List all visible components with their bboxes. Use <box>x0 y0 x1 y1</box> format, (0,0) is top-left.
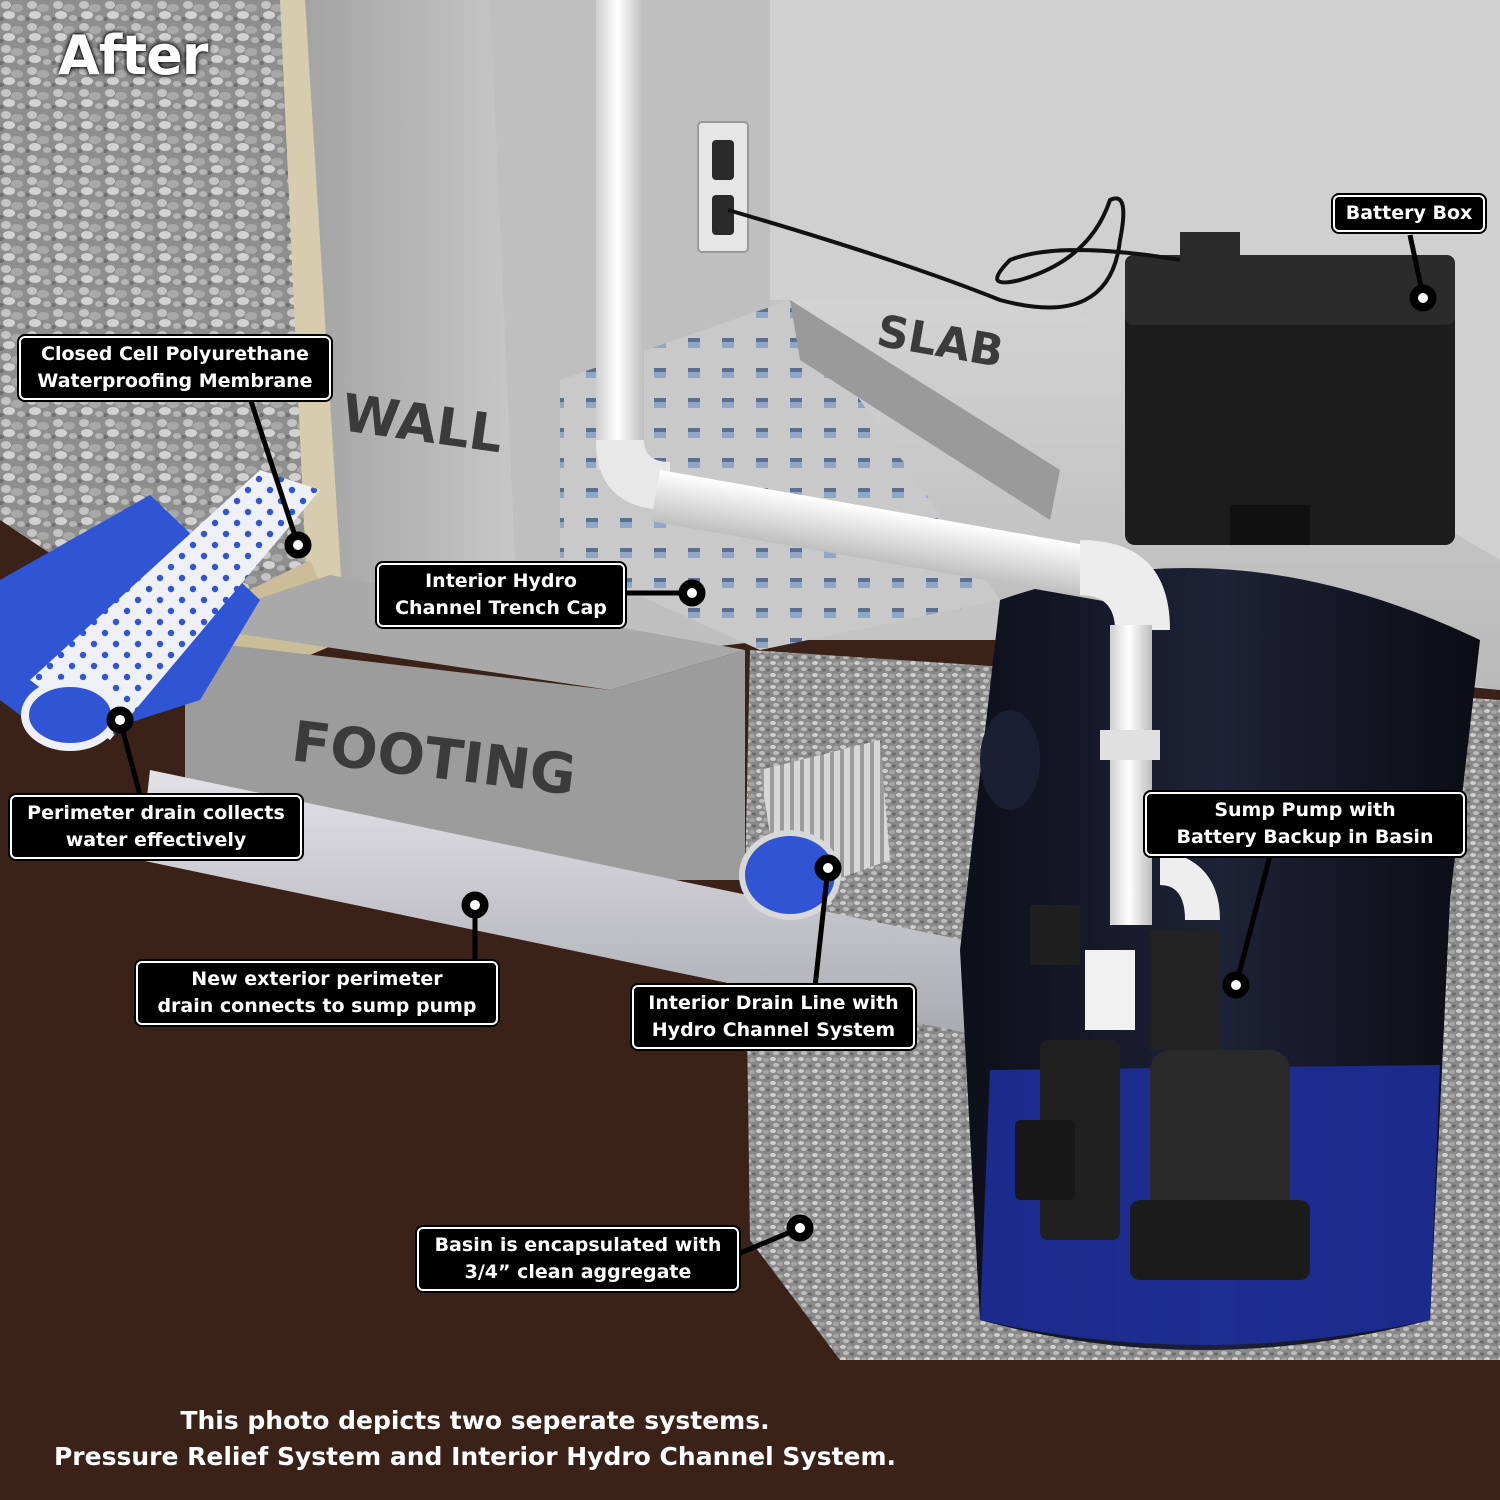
slab-edge-step <box>790 300 1060 520</box>
callout-battery-box-text: Battery Box <box>1345 202 1473 224</box>
discharge-elbow-top <box>596 440 670 510</box>
perforated-drain-pipe <box>30 470 320 740</box>
caption-line2: Pressure Relief System and Interior Hydr… <box>53 1442 897 1471</box>
caption-line1: This photo depicts two seperate systems. <box>180 1406 770 1435</box>
foundation-wall <box>300 0 520 670</box>
power-cord <box>727 196 1181 310</box>
callout-perimeter-drain-line1: Perimeter drain collects <box>27 802 285 824</box>
callout-basin-line1: Basin is encapsulated with <box>434 1234 722 1256</box>
exterior-drain-pipe <box>140 770 1010 1040</box>
callout-trench-cap-line2: Channel Trench Cap <box>395 597 607 619</box>
callout-interior-drain-line2: Hydro Channel System <box>651 1019 896 1041</box>
callout-battery-box: Battery Box <box>1333 195 1485 232</box>
footing-top <box>180 575 745 690</box>
callout-basin: Basin is encapsulated with 3/4” clean ag… <box>417 1227 739 1291</box>
callout-sump-pump-line1: Sump Pump with <box>1214 799 1396 821</box>
callout-membrane: Closed Cell Polyurethane Waterproofing M… <box>19 336 331 400</box>
callout-trench-cap-line1: Interior Hydro <box>425 570 577 592</box>
callout-exterior-drain-line2: drain connects to sump pump <box>157 995 477 1017</box>
battery-box <box>1125 232 1455 545</box>
outlet-plate <box>697 121 749 253</box>
discharge-pipe-vertical <box>596 0 644 470</box>
callout-basin-line2: 3/4” clean aggregate <box>464 1261 692 1283</box>
sump-pump <box>1015 905 1310 1280</box>
callout-interior-drain-line1: Interior Drain Line with <box>648 992 899 1014</box>
leader-interior-drain <box>812 867 831 988</box>
callout-trench-cap: Interior Hydro Channel Trench Cap <box>377 563 625 627</box>
after-title: After <box>58 24 208 87</box>
membrane-strip <box>280 0 345 655</box>
discharge-elbow <box>1080 540 1170 630</box>
callout-membrane-line2: Waterproofing Membrane <box>37 370 313 392</box>
discharge-pipe-horizontal <box>650 470 1123 603</box>
callout-perimeter-drain: Perimeter drain collects water effective… <box>10 795 302 859</box>
basin-inlet <box>980 710 1040 810</box>
callout-perimeter-drain-line2: water effectively <box>65 829 247 851</box>
check-valve-pipe <box>1160 850 1220 920</box>
bottom-caption: This photo depicts two seperate systems.… <box>0 1403 950 1475</box>
callout-exterior-drain: New exterior perimeter drain connects to… <box>136 961 498 1025</box>
callout-sump-pump: Sump Pump with Battery Backup in Basin <box>1145 792 1465 856</box>
perforated-drain-end <box>21 679 119 751</box>
callout-exterior-drain-line1: New exterior perimeter <box>191 968 443 990</box>
callout-sump-pump-line2: Battery Backup in Basin <box>1176 826 1434 848</box>
leader-sump-pump <box>1233 855 1273 986</box>
discharge-pipe-down <box>1110 625 1152 925</box>
callout-interior-drain: Interior Drain Line with Hydro Channel S… <box>632 985 915 1049</box>
leader-membrane <box>247 397 301 546</box>
callout-membrane-line1: Closed Cell Polyurethane <box>41 343 309 365</box>
exterior-gravel <box>0 0 330 630</box>
